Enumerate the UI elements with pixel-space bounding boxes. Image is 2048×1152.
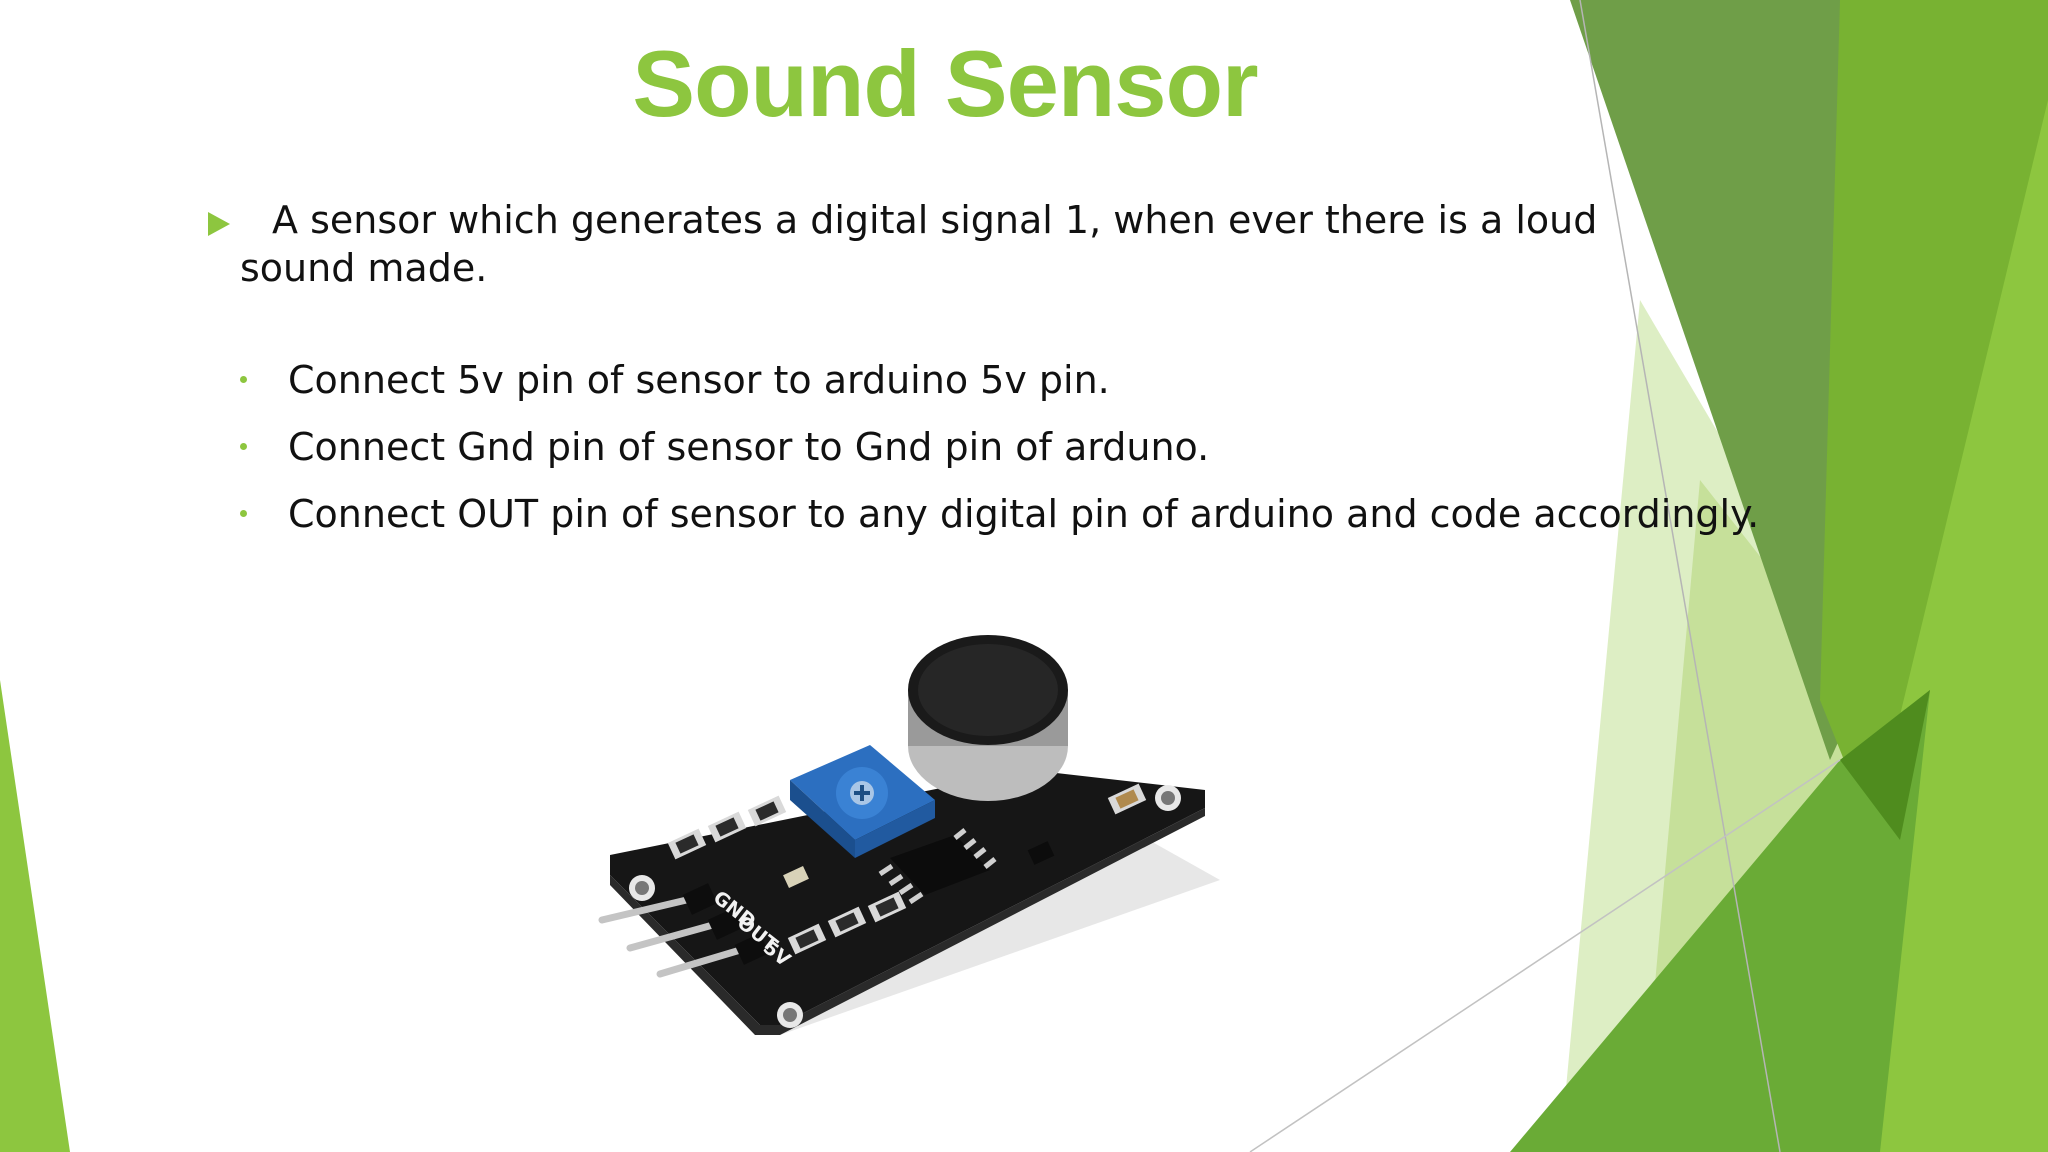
right-panel-bottom	[1510, 690, 1930, 1152]
slide-title: Sound Sensor	[632, 31, 1258, 136]
triangle-arrow-icon	[208, 212, 230, 236]
sub-bullet-list: Connect 5v pin of sensor to arduino 5v p…	[240, 356, 1759, 557]
ic-chip	[878, 828, 997, 905]
dot-icon	[240, 376, 247, 383]
sound-sensor-module-image: GND OUT 5V	[598, 635, 1220, 1035]
left-green-stripe	[0, 680, 70, 1152]
decor-line-1	[1579, 0, 1781, 1152]
dot-icon	[240, 443, 247, 450]
list-item: Connect Gnd pin of sensor to Gnd pin of …	[240, 423, 1640, 490]
right-panel-deep	[1840, 690, 1930, 840]
main-bullet: A sensor which generates a digital signa…	[208, 196, 1608, 292]
smd-components	[667, 783, 1147, 955]
main-bullet-text: A sensor which generates a digital signa…	[240, 198, 1598, 290]
decor-line-2	[1249, 759, 1841, 1152]
pcb-board	[610, 770, 1205, 1025]
right-panel-mid	[1820, 0, 2048, 850]
sub-bullet-text: Connect Gnd pin of sensor to Gnd pin of …	[288, 425, 1210, 469]
header-pins	[598, 894, 751, 978]
list-item: Connect OUT pin of sensor to any digital…	[240, 490, 1759, 557]
microphone	[908, 635, 1068, 801]
sub-bullet-text: Connect 5v pin of sensor to arduino 5v p…	[288, 358, 1110, 402]
right-panel-green	[1780, 100, 2048, 1152]
list-item: Connect 5v pin of sensor to arduino 5v p…	[240, 356, 1640, 423]
potentiometer	[790, 745, 935, 858]
sub-bullet-text: Connect OUT pin of sensor to any digital…	[288, 492, 1760, 536]
dot-icon	[240, 510, 247, 517]
